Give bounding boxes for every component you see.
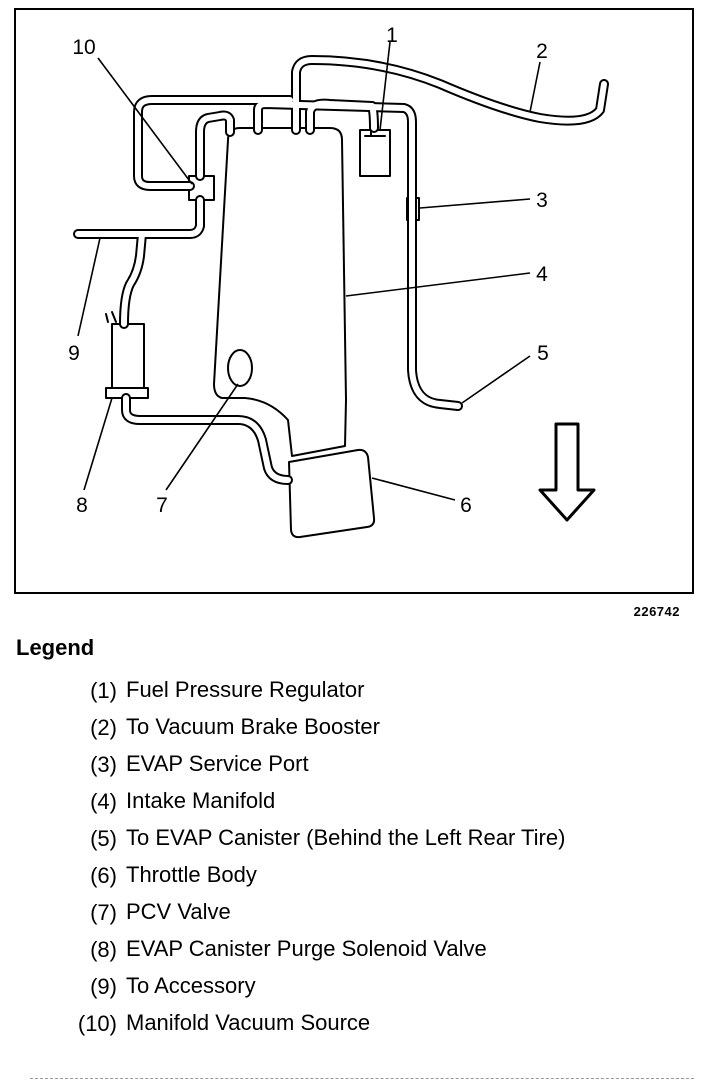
legend-item-text: Intake Manifold xyxy=(126,788,276,813)
legend-item: (3) EVAP Service Port xyxy=(0,746,704,783)
legend-item: (9) To Accessory xyxy=(0,968,704,1005)
callout-9: 9 xyxy=(68,342,80,365)
callout-6: 6 xyxy=(460,494,472,517)
legend-item-number: (1) xyxy=(90,678,117,703)
legend-item-number: (7) xyxy=(90,900,117,925)
figure-id: 226742 xyxy=(633,604,680,619)
callout-10: 10 xyxy=(72,36,95,59)
legend-item-text: EVAP Service Port xyxy=(126,751,309,776)
callout-2: 2 xyxy=(536,40,548,63)
legend-item-number: (4) xyxy=(90,789,117,814)
legend-item-text: PCV Valve xyxy=(126,899,231,924)
legend-item-text: To EVAP Canister (Behind the Left Rear T… xyxy=(126,825,566,850)
legend-item-text: Fuel Pressure Regulator xyxy=(126,677,365,702)
legend-item: (1) Fuel Pressure Regulator xyxy=(0,672,704,709)
purge-solenoid-shape xyxy=(111,323,145,389)
vacuum-hose-diagram: 1 2 3 4 5 6 7 8 9 10 xyxy=(68,24,609,539)
legend-item-number: (6) xyxy=(90,863,117,888)
figure-frame xyxy=(14,8,694,594)
bottom-divider xyxy=(30,1078,694,1079)
legend-item-number: (9) xyxy=(90,974,117,999)
leader-lines xyxy=(77,41,541,501)
throttle-body-shape xyxy=(288,448,376,539)
legend-item: (7) PCV Valve xyxy=(0,894,704,931)
legend-title: Legend xyxy=(16,635,95,660)
legend-item: (6) Throttle Body xyxy=(0,857,704,894)
legend-list: (1) Fuel Pressure Regulator (2) To Vacuum … xyxy=(0,672,704,1042)
callout-3: 3 xyxy=(536,189,548,212)
callout-1: 1 xyxy=(386,24,398,47)
callout-7: 7 xyxy=(156,494,168,517)
pcv-valve-shape xyxy=(227,349,253,387)
legend-item-number: (10) xyxy=(77,1011,117,1036)
forward-direction-arrow xyxy=(538,422,596,522)
callout-5: 5 xyxy=(537,342,549,365)
legend-item: (10) Manifold Vacuum Source xyxy=(0,1005,704,1042)
callout-8: 8 xyxy=(76,494,88,517)
legend-item: (4) Intake Manifold xyxy=(0,783,704,820)
legend-item: (5) To EVAP Canister (Behind the Left Rea… xyxy=(0,820,704,857)
intake-manifold-body xyxy=(213,127,347,457)
legend-item-number: (8) xyxy=(90,937,117,962)
legend-item-number: (5) xyxy=(90,826,117,851)
legend-item: (2) To Vacuum Brake Booster xyxy=(0,709,704,746)
legend-item-text: Manifold Vacuum Source xyxy=(126,1010,371,1035)
legend-item-text: To Accessory xyxy=(126,973,256,998)
legend-item-text: To Vacuum Brake Booster xyxy=(126,714,380,739)
vacuum-hoses xyxy=(73,55,609,485)
legend-item: (8) EVAP Canister Purge Solenoid Valve xyxy=(0,931,704,968)
legend-item-number: (3) xyxy=(90,752,117,777)
legend-item-text: Throttle Body xyxy=(126,862,257,887)
legend-item-number: (2) xyxy=(90,715,117,740)
legend-item-text: EVAP Canister Purge Solenoid Valve xyxy=(126,936,487,961)
callout-4: 4 xyxy=(536,263,548,286)
